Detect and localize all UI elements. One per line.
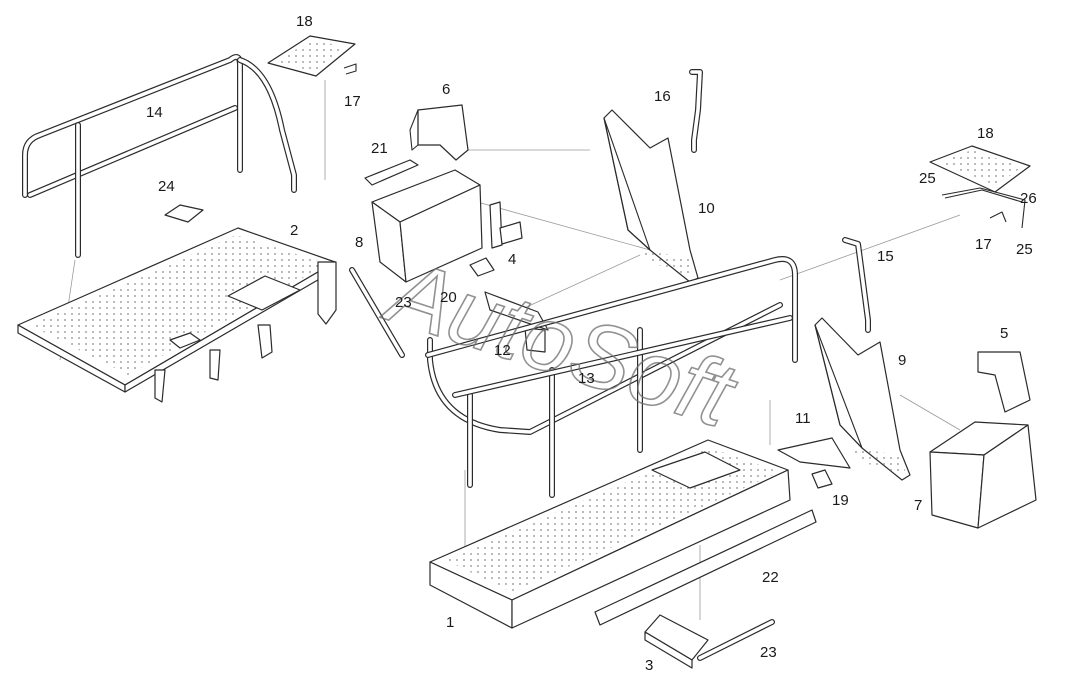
- callout-19: 19: [832, 492, 849, 509]
- callout-21: 21: [371, 140, 388, 157]
- callout-14: 14: [146, 104, 163, 121]
- bracket-6: [409, 104, 469, 161]
- callout-2: 2: [290, 222, 298, 239]
- bracket-5: [977, 351, 1031, 413]
- handle-15: [842, 237, 871, 333]
- callout-7: 7: [914, 497, 922, 514]
- step-frame-10: [603, 109, 699, 283]
- callout-23-bottom: 23: [760, 644, 777, 661]
- handrail-14: [22, 54, 297, 258]
- bracket-17-left: [343, 63, 357, 75]
- callout-5: 5: [1000, 325, 1008, 342]
- handle-16: [689, 69, 703, 153]
- bracket-11: [777, 437, 851, 469]
- strip-22: [594, 509, 817, 626]
- callout-9: 9: [898, 352, 906, 369]
- callout-11: 11: [795, 410, 811, 427]
- step-plate-18-right: [929, 145, 1031, 193]
- callout-6: 6: [442, 81, 450, 98]
- callout-labels: 1 2 3 4 5 6 7 8 9 10 11 12 13 14 15 16 1…: [146, 13, 1037, 674]
- callout-24: 24: [158, 178, 175, 195]
- callout-26: 26: [1020, 190, 1037, 207]
- callout-25-bottom: 25: [1016, 241, 1033, 258]
- bracket-21: [364, 159, 419, 186]
- box-7: [929, 421, 1037, 529]
- strut-23-left: [349, 267, 405, 358]
- callout-1: 1: [446, 614, 454, 631]
- bracket-4: [469, 201, 523, 277]
- callout-17-left: 17: [344, 93, 361, 110]
- callout-16: 16: [654, 88, 671, 105]
- callout-12: 12: [494, 342, 511, 359]
- handrail-13: [425, 256, 798, 498]
- platform-2: [17, 227, 337, 403]
- step-plate-18-left: [267, 35, 356, 77]
- callout-10: 10: [698, 200, 715, 217]
- callout-17-right: 17: [975, 236, 992, 253]
- callout-25-top: 25: [919, 170, 936, 187]
- callout-18-left: 18: [296, 13, 313, 30]
- callout-23-left: 23: [395, 294, 412, 311]
- callout-4: 4: [508, 251, 516, 268]
- step-frame-9: [814, 317, 911, 481]
- callout-3: 3: [645, 657, 653, 674]
- callout-8: 8: [355, 234, 363, 251]
- strut-23-bottom: [697, 619, 775, 661]
- bracket-20: [484, 291, 549, 353]
- callout-22: 22: [762, 569, 779, 586]
- callout-13: 13: [578, 370, 595, 387]
- seal-25-26: [941, 187, 1026, 229]
- callout-20: 20: [440, 289, 457, 306]
- bracket-19: [811, 469, 833, 489]
- box-8: [371, 169, 483, 283]
- step-3: [644, 614, 709, 669]
- callout-15: 15: [877, 248, 894, 265]
- cover-plate-24: [164, 204, 204, 223]
- callout-18-right: 18: [977, 125, 994, 142]
- platform-1: [429, 439, 791, 629]
